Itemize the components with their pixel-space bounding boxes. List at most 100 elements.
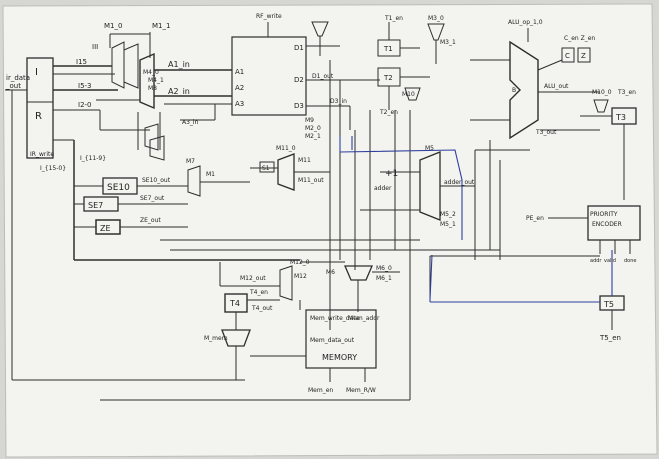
rf-d2: D2 [294, 76, 304, 84]
mux-m4-right [427, 23, 445, 41]
m12-0-label: M12_0 [290, 259, 310, 266]
adder-label: adder [374, 185, 392, 192]
d3-in-label: D3_in [330, 98, 347, 105]
pe-title-2: ENCODER [592, 221, 622, 228]
blue-wire-1 [339, 136, 463, 240]
adder-out-label: adder_out [444, 179, 475, 186]
mem-en-label: Mem_en [308, 387, 333, 394]
mux-m6 [344, 265, 373, 281]
m3-0-label: M3_0 [428, 15, 444, 22]
m1-sel1: M1_1 [152, 22, 170, 30]
rf-d3: D3 [294, 102, 304, 110]
alu-out-label: ALU_out [544, 83, 569, 90]
mux-m10 [404, 87, 421, 101]
se7-out-label: SE7_out [140, 195, 165, 202]
t5-en-label: T5_en [599, 334, 621, 342]
ir-bottom-label: I_{15-0} [40, 165, 66, 172]
adder-plus: +1 [385, 169, 398, 179]
m4-label: M4_0 [143, 69, 159, 76]
c-flag [561, 47, 575, 63]
t4-out-label: T4_out [251, 305, 273, 312]
a2-in-label: A2_in [168, 87, 190, 96]
ir-register [26, 57, 54, 159]
z-flag [577, 47, 591, 63]
m12-out-label: M12_out [240, 275, 266, 282]
pe-out-1-label: addr [590, 258, 602, 264]
m1-sel0: M1_0 [104, 22, 122, 30]
mux-m5 [419, 151, 441, 221]
mem-mux-label: M_mem [204, 335, 228, 342]
t3-label: T3 [615, 113, 626, 122]
t3-out-label: T3_out [535, 129, 557, 136]
d1-out-label: D1_out [312, 73, 334, 80]
mux-m12 [279, 265, 293, 301]
mux-small-2 [149, 135, 165, 161]
m9-label: M9 [305, 117, 314, 124]
pe-out-2-label: valid [604, 258, 616, 264]
mux-small-1 [144, 123, 159, 151]
mem-rw-label: Mem_R/W [346, 387, 376, 394]
ir-field-3: I2-0 [78, 101, 92, 109]
m12-label: M12 [294, 273, 307, 280]
ir-field-4: I_{11-9} [80, 155, 106, 162]
pe-en-label: PE_en [526, 215, 544, 222]
m11-out-label: M11_out [298, 177, 324, 184]
priority-encoder [587, 205, 641, 241]
s1-label: S1 [262, 165, 270, 172]
alu-op-label: ALU_op_1,0 [508, 19, 543, 26]
ir-in-label-2: _out [5, 82, 21, 90]
a1-in-label: A1_in [168, 60, 190, 69]
m1-label: M1 [206, 171, 215, 178]
rf-a1: A1 [235, 68, 244, 76]
m5-label: M5 [425, 145, 434, 152]
mux-m11 [277, 153, 295, 191]
memory-block [305, 309, 377, 369]
m2-1-label: M2_1 [305, 133, 321, 140]
m6-0-label: M6_0 [376, 265, 392, 272]
rf-write-label: RF_write [256, 13, 282, 20]
register-file [231, 36, 307, 116]
m8-label: M8 [148, 85, 157, 92]
mux-m8 [139, 52, 155, 110]
mux-m4 [123, 43, 139, 89]
c-flag-wire [537, 59, 563, 71]
t2-label: T2 [383, 74, 393, 82]
ir-field-1: I15 [76, 58, 87, 66]
m10-mid-label: M10 [402, 91, 415, 98]
m10-right-label: M10_0 [592, 89, 612, 96]
m11-0-label: M11_0 [276, 145, 296, 152]
iii-label: III [92, 43, 98, 51]
m5-1-label: M5_1 [440, 221, 456, 228]
mux-mem [221, 329, 251, 347]
m6-1-label: M6_1 [376, 275, 392, 282]
m4-label-2: M4_1 [148, 77, 164, 84]
mux-m10-right [593, 99, 609, 113]
pe-title-1: PRIORITY [590, 211, 618, 218]
mem-write-data: Mem_write_data [310, 315, 360, 322]
m5-2-label: M5_2 [440, 211, 456, 218]
ir-in-label-1: ir_data [6, 74, 30, 82]
t5-label: T5 [603, 300, 614, 309]
se10-label: SE10 [107, 183, 130, 193]
a3-in-label: A3_in [182, 119, 199, 126]
t3-en-label: T3_en [617, 89, 636, 96]
t4-en-label: T4_en [249, 289, 268, 296]
mem-addr-label: Mem_addr [348, 315, 380, 322]
s1-block [259, 161, 275, 173]
ir-letter-i: I [35, 67, 38, 78]
z-flag-label: Z [581, 52, 586, 60]
blue-wire-4 [429, 254, 433, 302]
t1-en-label: T1_en [384, 15, 403, 22]
m4-right-label: M3_1 [440, 39, 456, 46]
rf-d1: D1 [294, 44, 304, 52]
ze-out-label: ZE_out [140, 217, 161, 224]
t2-en-label: T2_en [379, 109, 398, 116]
c-flag-label: C [565, 52, 570, 60]
ir-field-2: I5-3 [78, 82, 92, 90]
se10-out-label: SE10_out [142, 177, 171, 184]
ir-letter-r: R [35, 111, 42, 122]
alu-b-label: B [512, 87, 516, 94]
ze-label: ZE [100, 224, 111, 233]
mux-m7 [187, 165, 201, 197]
